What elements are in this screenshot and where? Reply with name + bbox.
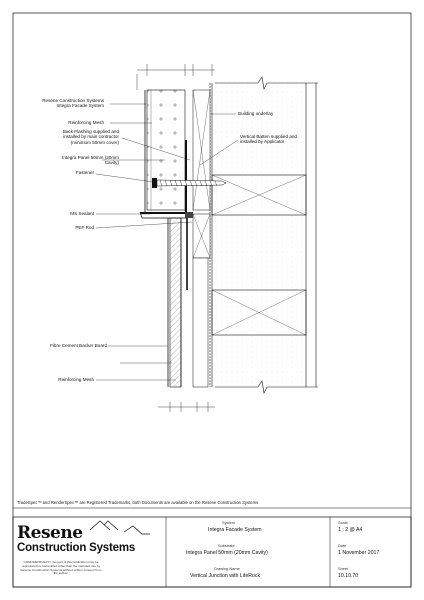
label-back-flashing: Back Flashing supplied and installed by … xyxy=(62,129,119,145)
framing-cavity-fill xyxy=(212,83,306,387)
title-block-grid xyxy=(165,517,331,587)
scale-value: 1 : 2 @ A4 xyxy=(338,527,363,533)
logo-house-mark xyxy=(89,520,150,535)
label-reinforcing-mesh-top: Reinforcing Mesh xyxy=(68,120,104,125)
substrate-value: Integra Panel 50mm (20mm Cavity) xyxy=(186,550,268,556)
ms-sealant xyxy=(185,212,193,218)
system-value: Integra Facade System xyxy=(208,527,262,533)
label-system: Resene Construction Systems Integra Faca… xyxy=(42,98,104,109)
date-label: Date xyxy=(338,543,347,548)
substrate-label: Substrate xyxy=(218,543,235,548)
logo-construction-systems: Construction Systems xyxy=(17,542,136,554)
confidentiality-note: CONFIDENTIALITY: No part of this publica… xyxy=(20,560,102,576)
integra-panel xyxy=(146,89,186,211)
label-fastener: Fastener xyxy=(75,170,94,175)
label-pef-rod: PEF Rod xyxy=(75,225,94,230)
sheet-label: Sheet xyxy=(338,566,349,571)
logo-resene: Resene xyxy=(17,523,83,543)
fastener xyxy=(152,178,227,188)
scale-label: Scale xyxy=(338,520,348,525)
vertical-batten-lower xyxy=(192,257,209,388)
trademark-footnote: TradeSpec™ and RenderSpec™ are Registere… xyxy=(17,500,259,505)
label-reinforcing-mesh-bottom: Reinforcing Mesh xyxy=(58,377,94,382)
label-building-underlay: Building underlay xyxy=(238,111,274,116)
date-value: 1 November 2017 xyxy=(338,550,380,556)
label-fibre-cement: Fibre Cement Backer Board xyxy=(50,343,107,348)
drawing-name-value: Vertical Junction with LiteRock xyxy=(190,573,261,579)
title-block xyxy=(12,516,412,588)
label-ms-sealant: MS Sealant xyxy=(70,211,94,216)
sheet-value: 10.10.70 xyxy=(338,573,359,579)
drawing-name-label: Drawing Name xyxy=(214,566,240,571)
leader-lines xyxy=(95,103,239,381)
litrock-panel xyxy=(169,217,182,388)
dimension-bottom xyxy=(158,402,215,412)
system-label: System xyxy=(222,520,235,525)
dimension-top xyxy=(137,64,215,76)
label-integra-panel: Integra Panel 50mm (20mm Cavity) xyxy=(62,155,119,166)
label-vertical-batten: Vertical Batten supplied and installed b… xyxy=(240,134,297,145)
